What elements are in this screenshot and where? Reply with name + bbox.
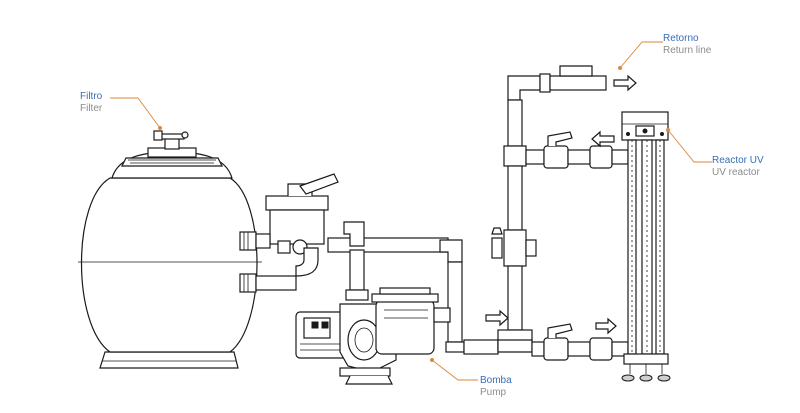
sand-filter <box>78 130 262 369</box>
flow-arrow-return <box>613 74 637 92</box>
label-reactor-en: UV reactor <box>712 167 760 178</box>
uv-reactor <box>621 111 671 382</box>
filter-connections <box>239 231 319 293</box>
label-return-es: Retorno <box>663 33 699 44</box>
leader-filter <box>110 97 162 130</box>
leader-pump <box>430 358 478 381</box>
label-filter-es: Filtro <box>80 91 103 102</box>
multiport-valve <box>265 173 339 255</box>
label-pump-en: Pump <box>480 387 507 398</box>
leader-return <box>618 41 663 70</box>
label-return-en: Return line <box>663 45 712 56</box>
label-pump-es: Bomba <box>480 375 512 386</box>
label-filter-en: Filter <box>80 103 103 114</box>
leader-reactor <box>666 128 712 163</box>
flow-arrow-reactor-out <box>591 130 615 148</box>
pump <box>295 249 451 385</box>
label-reactor-es: Reactor UV <box>712 155 764 166</box>
flow-arrow-reactor-in <box>595 317 617 335</box>
bypass-piping <box>491 65 629 361</box>
flow-arrow-pump <box>485 309 509 327</box>
valve-outlet-pipe <box>327 221 499 355</box>
